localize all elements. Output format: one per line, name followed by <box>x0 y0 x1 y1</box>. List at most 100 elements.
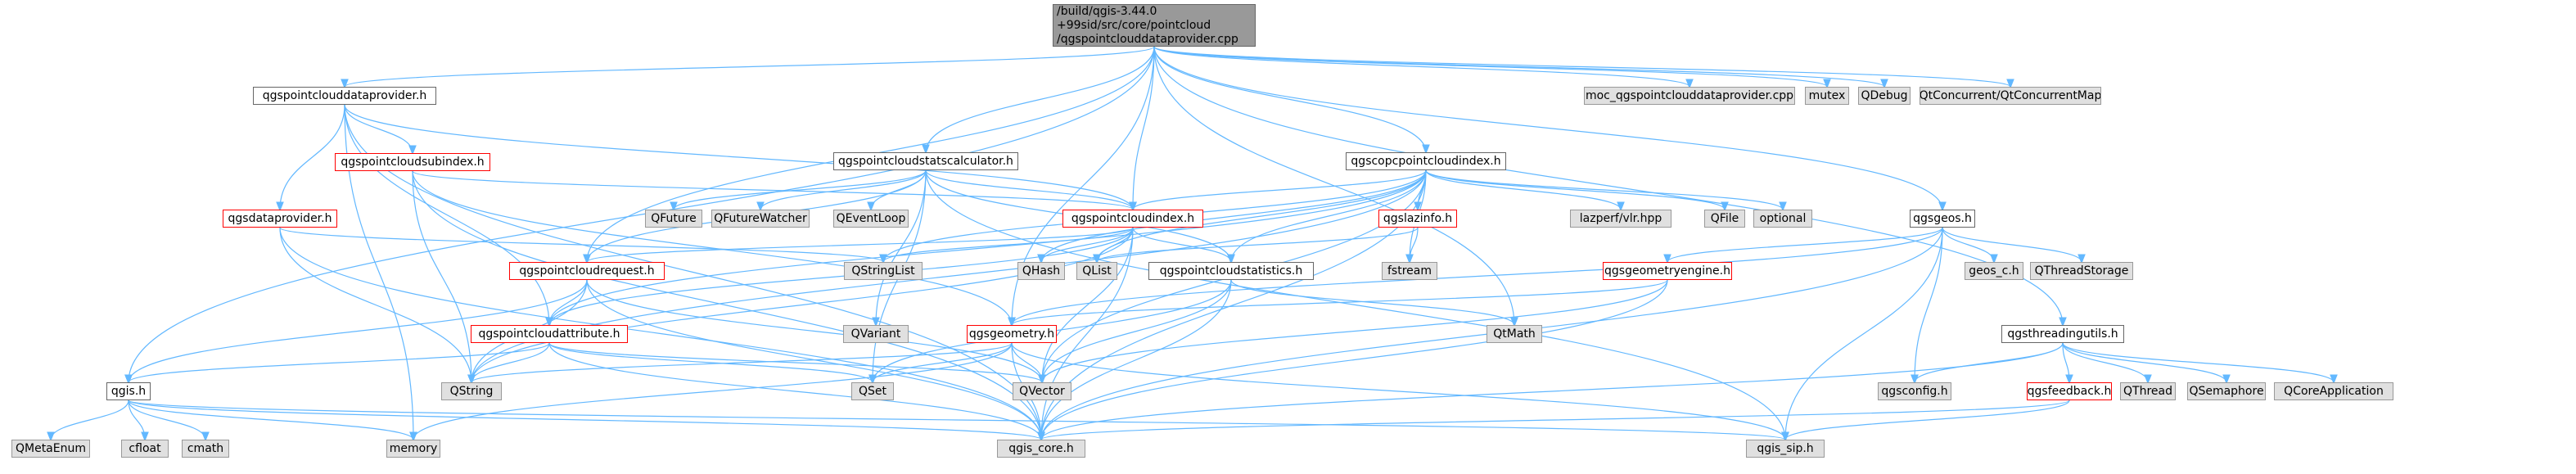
edge-root-to-geos <box>1153 46 1942 210</box>
node-pcstats[interactable]: qgspointcloudstatistics.h <box>1148 262 1314 280</box>
node-threading[interactable]: qgsthreadingutils.h <box>2001 325 2124 343</box>
edge-feedback-to-qgiscore <box>1041 400 2070 440</box>
edge-pcindex-to-pcattr <box>549 227 1134 325</box>
node-memory[interactable]: memory <box>386 440 440 458</box>
node-qgsconfig[interactable]: qgsconfig.h <box>1878 382 1951 400</box>
node-cfloat[interactable]: cfloat <box>121 440 169 458</box>
edge-pcdp-to-pcsub <box>344 104 413 153</box>
node-qtconc[interactable]: QtConcurrent/QtConcurrentMap <box>1920 87 2101 105</box>
node-qstring[interactable]: QString <box>441 382 502 400</box>
edge-pcstatscalc-to-qfuturewatcher <box>760 169 927 210</box>
edge-pcindex-to-qgiscore <box>1041 227 1134 440</box>
edge-pcrequest-to-qgis <box>129 279 588 382</box>
node-qsemaphore[interactable]: QSemaphore <box>2187 382 2266 400</box>
edge-pcstatscalc-to-qfuture <box>674 169 927 210</box>
edge-pcsub-to-geometry <box>412 170 1012 325</box>
edge-geos-to-geomengine <box>1667 227 1943 262</box>
edge-copc-to-qhash <box>1041 169 1427 262</box>
node-pcsub[interactable]: qgspointcloudsubindex.h <box>335 153 490 171</box>
node-qfuturewatcher[interactable]: QFutureWatcher <box>711 210 810 228</box>
edge-copc-to-pcattr <box>549 169 1427 325</box>
node-qgis[interactable]: qgis.h <box>106 382 151 400</box>
node-pcindex[interactable]: qgspointcloudindex.h <box>1062 210 1203 228</box>
node-qthread[interactable]: QThread <box>2120 382 2176 400</box>
edge-qgis-to-cfloat <box>128 400 145 440</box>
node-qfile[interactable]: QFile <box>1704 210 1745 228</box>
node-qvariant[interactable]: QVariant <box>843 325 909 343</box>
edge-lazinfo-to-qlist <box>1097 227 1419 262</box>
node-qset[interactable]: QSet <box>851 382 894 400</box>
node-root[interactable]: /build/qgis-3.44.0 +99sid/src/core/point… <box>1053 4 1256 47</box>
node-qgissip[interactable]: qgis_sip.h <box>1746 440 1825 458</box>
edge-pcsub-to-qgiscore <box>412 170 1041 440</box>
edge-pcstatscalc-to-qvariant <box>876 169 927 325</box>
edge-copc-to-pcindex <box>1133 169 1427 210</box>
edge-threading-to-qcoreapp <box>2062 342 2334 382</box>
node-geometry[interactable]: qgsgeometry.h <box>967 325 1057 343</box>
node-pcrequest[interactable]: qgspointcloudrequest.h <box>509 262 665 280</box>
node-lazperf[interactable]: lazperf/vlr.hpp <box>1570 210 1671 228</box>
edge-root-to-qtconc <box>1153 46 2010 87</box>
node-qlist[interactable]: QList <box>1076 262 1117 280</box>
edge-root-to-pcstatscalc <box>926 46 1155 152</box>
node-feedback[interactable]: qgsfeedback.h <box>2027 382 2112 400</box>
edge-pcattr-to-qset <box>548 342 873 382</box>
node-pcattr[interactable]: qgspointcloudattribute.h <box>471 325 628 343</box>
edge-threading-to-qsemaphore <box>2062 342 2226 382</box>
node-qstringlist[interactable]: QStringList <box>844 262 923 280</box>
edge-pcindex-to-pcrequest <box>587 227 1134 262</box>
edge-geos-to-qthreadstorage <box>1942 227 2082 262</box>
node-pcdp[interactable]: qgspointclouddataprovider.h <box>253 87 436 105</box>
node-qeventloop[interactable]: QEventLoop <box>833 210 909 228</box>
node-qthreadstorage[interactable]: QThreadStorage <box>2030 262 2133 280</box>
edge-root-to-pcdp <box>345 46 1155 87</box>
edge-root-to-moc <box>1153 46 1690 87</box>
node-cmath[interactable]: cmath <box>182 440 229 458</box>
edge-geometry-to-qgissip <box>1011 342 1785 440</box>
node-dp[interactable]: qgsdataprovider.h <box>223 210 337 228</box>
edge-qgis-to-qgissip <box>128 400 1785 440</box>
edge-geomengine-to-geometry <box>1012 279 1668 325</box>
edge-pcindex-to-pcstats <box>1132 227 1231 262</box>
edge-pcsub-to-pcindex <box>412 170 1133 210</box>
node-qfuture[interactable]: QFuture <box>645 210 702 228</box>
node-fstream[interactable]: fstream <box>1382 262 1437 280</box>
node-geomengine[interactable]: qgsgeometryengine.h <box>1603 262 1732 280</box>
node-qhash[interactable]: QHash <box>1017 262 1065 280</box>
node-geosc[interactable]: geos_c.h <box>1965 262 2023 280</box>
node-optional[interactable]: optional <box>1753 210 1812 228</box>
node-qdebug[interactable]: QDebug <box>1858 87 1911 105</box>
edge-geos-to-qgsconfig <box>1915 227 1943 382</box>
node-qmetaenum[interactable]: QMetaEnum <box>11 440 90 458</box>
edge-lazinfo-to-fstream <box>1410 227 1419 262</box>
edge-root-to-pcindex <box>1133 46 1155 210</box>
edge-pcattr-to-qvector <box>548 342 1042 382</box>
edge-copc-to-qfile <box>1425 169 1725 210</box>
node-mutex[interactable]: mutex <box>1805 87 1849 105</box>
node-pcstatscalc[interactable]: qgspointcloudstatscalculator.h <box>833 152 1018 170</box>
edge-qgis-to-qmetaenum <box>51 400 129 440</box>
node-geos[interactable]: qgsgeos.h <box>1910 210 1975 228</box>
edge-threading-to-qgiscore <box>1041 342 2064 440</box>
edge-pcstatscalc-to-qgissip <box>925 169 1785 440</box>
edge-geos-to-qgissip <box>1785 227 1943 440</box>
node-qcoreapp[interactable]: QCoreApplication <box>2274 382 2393 400</box>
edge-geometry-to-qstring <box>471 342 1013 382</box>
node-qgiscore[interactable]: qgis_core.h <box>997 440 1085 458</box>
edge-qgis-to-cmath <box>128 400 205 440</box>
edge-copc-to-optional <box>1425 169 1783 210</box>
edge-pcattr-to-qgis <box>129 342 550 382</box>
edge-threading-to-qthread <box>2062 342 2148 382</box>
node-qvector[interactable]: QVector <box>1013 382 1071 400</box>
edge-pcrequest-to-qvector <box>586 279 1042 382</box>
edge-geos-to-geosc <box>1942 227 1994 262</box>
edge-pcindex-to-qvector <box>1042 227 1134 382</box>
edge-pcstats-to-qgiscore <box>1041 279 1232 440</box>
edge-pcattr-to-qgiscore <box>548 342 1041 440</box>
node-copc[interactable]: qgscopcpointcloudindex.h <box>1346 152 1506 170</box>
edge-pcstatscalc-to-qeventloop <box>871 169 927 210</box>
node-qtmath[interactable]: QtMath <box>1487 325 1542 343</box>
node-lazinfo[interactable]: qgslazinfo.h <box>1378 210 1457 228</box>
node-moc[interactable]: moc_qgspointclouddataprovider.cpp <box>1584 87 1795 105</box>
